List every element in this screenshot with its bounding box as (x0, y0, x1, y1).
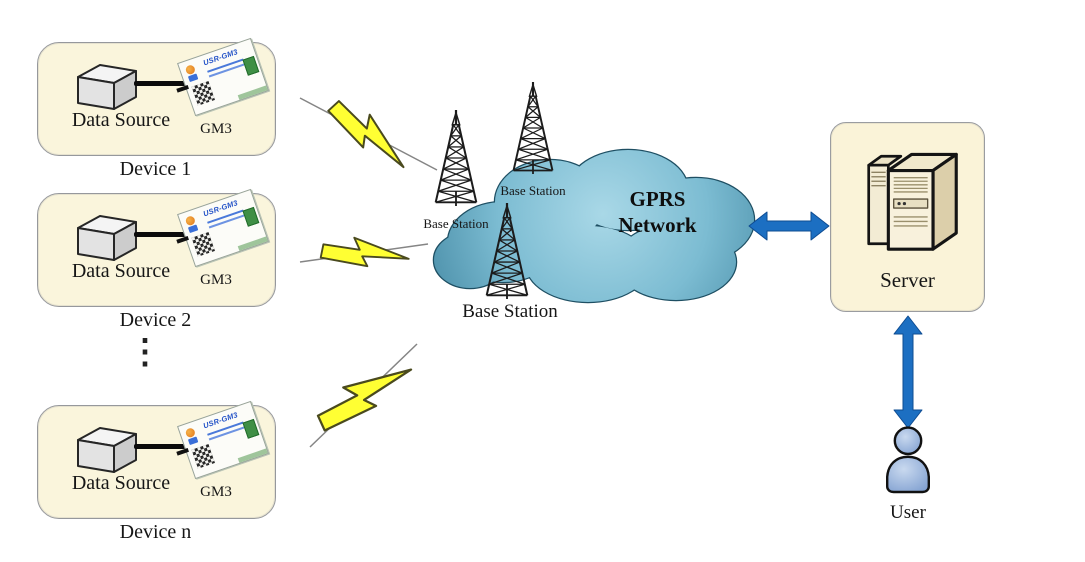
module-title: USR-GM3 (201, 198, 239, 219)
data-source-label: Data Source (71, 472, 171, 494)
user-icon (880, 424, 936, 500)
gprs-line2: Network (618, 213, 697, 237)
gm3-label: GM3 (200, 484, 232, 500)
module-qr-code (191, 80, 216, 106)
base-station-tower-right-icon (504, 82, 562, 174)
cloud-server-arrow (748, 211, 830, 241)
base-station-tower-left-icon (428, 110, 484, 206)
device-2-label: Device 2 (119, 309, 192, 331)
module-connector-line (134, 444, 190, 449)
gprs-network-label: GPRS Network (565, 186, 750, 238)
user-label: User (890, 502, 926, 523)
gprs-network-cloud (432, 148, 756, 304)
devices-ellipsis: ⋮ (128, 334, 162, 371)
module-antenna (176, 235, 189, 244)
module-connector-line (134, 232, 190, 237)
gm3-label: GM3 (200, 121, 232, 137)
module-title: USR-GM3 (201, 410, 239, 431)
module-qr-code (191, 231, 216, 257)
device-n-box: USR-GM3 Data Source GM3 (37, 400, 276, 519)
wireless-bolt-2-icon (299, 229, 429, 274)
server-user-arrow (893, 315, 923, 429)
data-source-cube-icon (74, 210, 140, 264)
server-icon (851, 133, 965, 267)
data-source-cube-icon (74, 59, 140, 113)
module-antenna (176, 447, 189, 456)
module-chip (242, 418, 260, 439)
server-label: Server (880, 268, 935, 292)
gm3-module-icon: USR-GM3 (176, 37, 269, 117)
module-chip (242, 206, 260, 227)
wireless-bolt-3-icon (309, 343, 418, 448)
module-antenna (176, 84, 189, 93)
device-n-label: Device n (119, 521, 192, 543)
data-source-cube-icon (74, 422, 140, 476)
module-qr-code (191, 443, 216, 469)
gm3-module-icon: USR-GM3 (176, 188, 269, 268)
module-title: USR-GM3 (201, 47, 239, 68)
base-station-main-label: Base Station (462, 301, 558, 322)
server-box: Server (830, 122, 985, 312)
module-chip (242, 55, 260, 76)
device-1-label: Device 1 (119, 158, 192, 180)
gm3-module-icon: USR-GM3 (176, 400, 269, 480)
device-2-box: USR-GM3 Data Source GM3 (37, 188, 276, 307)
gm3-label: GM3 (200, 272, 232, 288)
gprs-line1: GPRS (629, 187, 686, 211)
base-station-right-label: Base Station (500, 183, 566, 198)
device-1-box: USR-GM3 Data Source GM3 (37, 37, 276, 156)
data-source-label: Data Source (71, 109, 171, 131)
wireless-bolt-1-icon (299, 95, 438, 171)
data-source-label: Data Source (71, 260, 171, 282)
module-connector-line (134, 81, 190, 86)
base-station-left-label: Base Station (423, 216, 489, 231)
